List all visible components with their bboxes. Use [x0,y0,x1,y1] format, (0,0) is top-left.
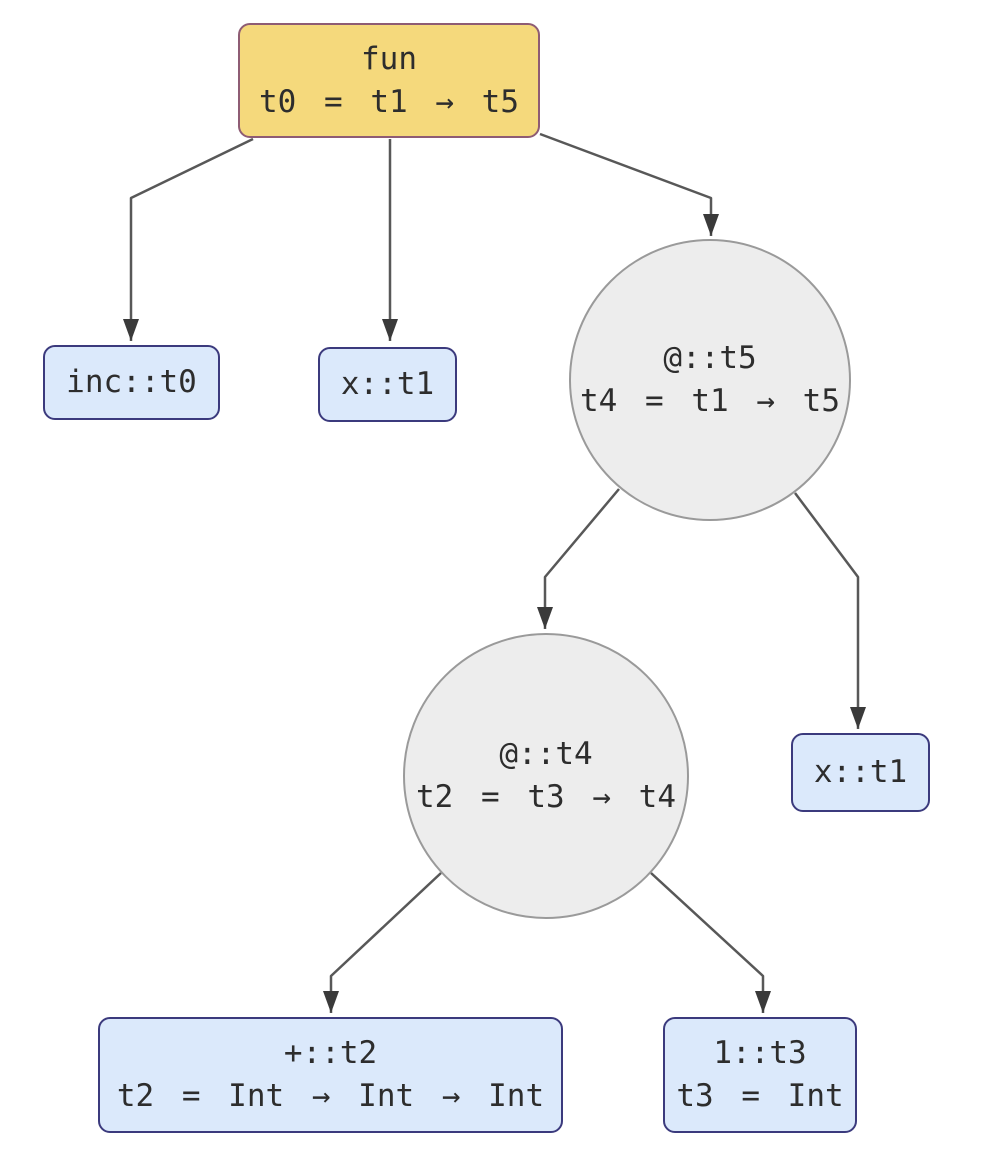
node-inc-label: inc::t0 [66,364,197,401]
node-one: 1::t3 t3 = Int [663,1017,857,1133]
edge-app-t5-to-app-t4 [537,488,620,629]
node-app-t5-label: @::t5 [663,340,757,377]
node-fun: fun t0 = t1 → t5 [238,23,540,138]
node-plus: +::t2 t2 = Int → Int → Int [98,1017,563,1133]
node-app-t5: @::t5 t4 = t1 → t5 [569,239,851,521]
node-one-label: 1::t3 [713,1035,807,1072]
node-one-constraint: t3 = Int [676,1078,844,1114]
node-app-t4-label: @::t4 [499,736,593,773]
edge-fun-to-app-t5 [539,132,719,236]
node-x-use-label: x::t1 [813,754,908,791]
node-app-t4: @::t4 t2 = t3 → t4 [403,633,689,919]
edge-app-t4-to-plus [323,872,442,1013]
node-app-t4-constraint: t2 = t3 → t4 [416,779,676,815]
edge-app-t5-to-x-use [794,492,866,729]
node-plus-label: +::t2 [283,1035,378,1072]
node-inc: inc::t0 [43,345,220,420]
edge-fun-to-inc [123,137,254,341]
node-plus-constraint: t2 = Int → Int → Int [116,1078,545,1114]
node-app-t5-constraint: t4 = t1 → t5 [580,383,840,419]
node-x-use: x::t1 [791,733,930,812]
node-fun-label: fun [361,40,417,77]
node-x-param: x::t1 [318,347,457,422]
node-x-param-label: x::t1 [340,366,435,403]
edge-app-t4-to-one [650,872,771,1013]
node-fun-constraint: t0 = t1 → t5 [259,83,519,120]
